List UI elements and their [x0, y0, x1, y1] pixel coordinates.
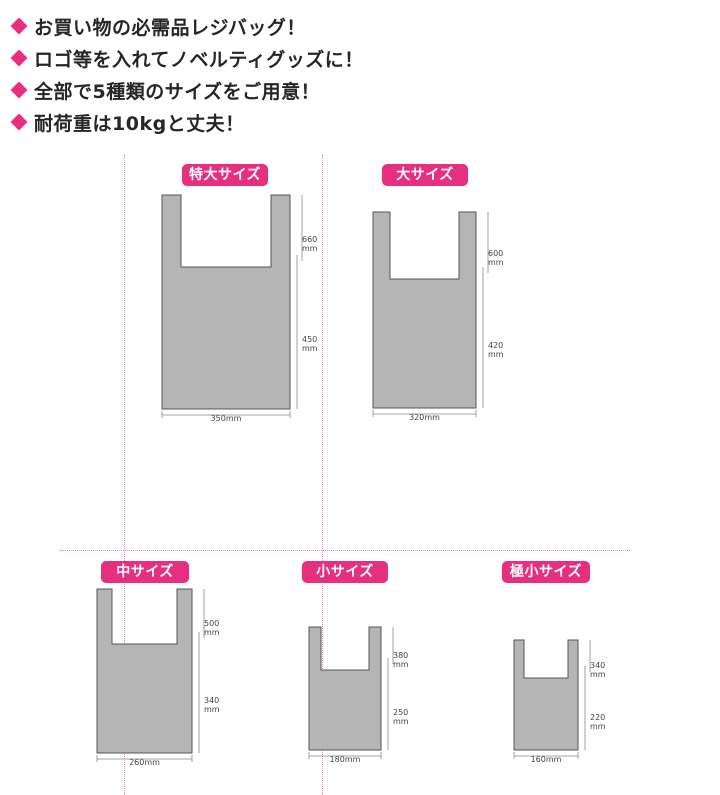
width-label: 350mm [210, 414, 242, 423]
guide-line [60, 550, 630, 551]
feature-item: ロゴ等を入れてノベルティグッズに！ [8, 42, 364, 74]
total-height-label: 600 mm [488, 248, 504, 267]
size-label: 中サイズ [101, 561, 189, 583]
size-label: 極小サイズ [502, 561, 590, 583]
bag-shape [308, 626, 382, 751]
body-height-label: 250 mm [393, 708, 409, 727]
feature-item: 全部で5種類のサイズをご用意！ [8, 74, 364, 106]
feature-text: 全部で5種類のサイズをご用意！ [34, 80, 321, 103]
body-height-label: 220 mm [590, 712, 606, 731]
feature-text: 耐荷重は10kgと丈夫！ [34, 112, 245, 135]
total-height-label: 660 mm [302, 234, 318, 253]
width-label: 160mm [530, 755, 562, 764]
body-height-label: 340 mm [204, 696, 220, 715]
feature-item: お買い物の必需品レジバッグ！ [8, 10, 364, 42]
feature-item: 耐荷重は10kgと丈夫！ [8, 106, 364, 138]
size-label: 小サイズ [302, 561, 388, 583]
diamond-bullet-icon [10, 113, 28, 131]
diamond-bullet-icon [10, 81, 28, 99]
diamond-bullet-icon [10, 49, 28, 67]
guide-line [124, 155, 125, 795]
bag-illustration [96, 588, 222, 769]
bag-illustration [161, 194, 320, 425]
width-label: 180mm [329, 755, 361, 764]
bag-illustration [308, 626, 411, 766]
guide-line [322, 155, 323, 795]
total-height-label: 340 mm [590, 660, 606, 679]
total-height-label: 380 mm [393, 650, 409, 669]
bag-shape [513, 639, 579, 751]
body-height-label: 450 mm [302, 335, 318, 354]
bag-shape [161, 194, 291, 410]
width-label: 260mm [129, 758, 160, 767]
feature-text: お買い物の必需品レジバッグ！ [34, 16, 306, 39]
size-label: 特大サイズ [182, 164, 268, 186]
width-label: 320mm [409, 413, 440, 422]
bag-illustration [372, 211, 506, 424]
diamond-bullet-icon [10, 17, 28, 35]
total-height-label: 500 mm [204, 619, 220, 638]
feature-text: ロゴ等を入れてノベルティグッズに！ [34, 48, 364, 71]
bag-shape [96, 588, 193, 754]
bag-shape [372, 211, 477, 409]
body-height-label: 420 mm [488, 340, 504, 359]
feature-list: お買い物の必需品レジバッグ！ ロゴ等を入れてノベルティグッズに！ 全部で5種類の… [8, 10, 364, 138]
size-label: 大サイズ [382, 164, 468, 186]
bag-illustration [513, 639, 608, 766]
